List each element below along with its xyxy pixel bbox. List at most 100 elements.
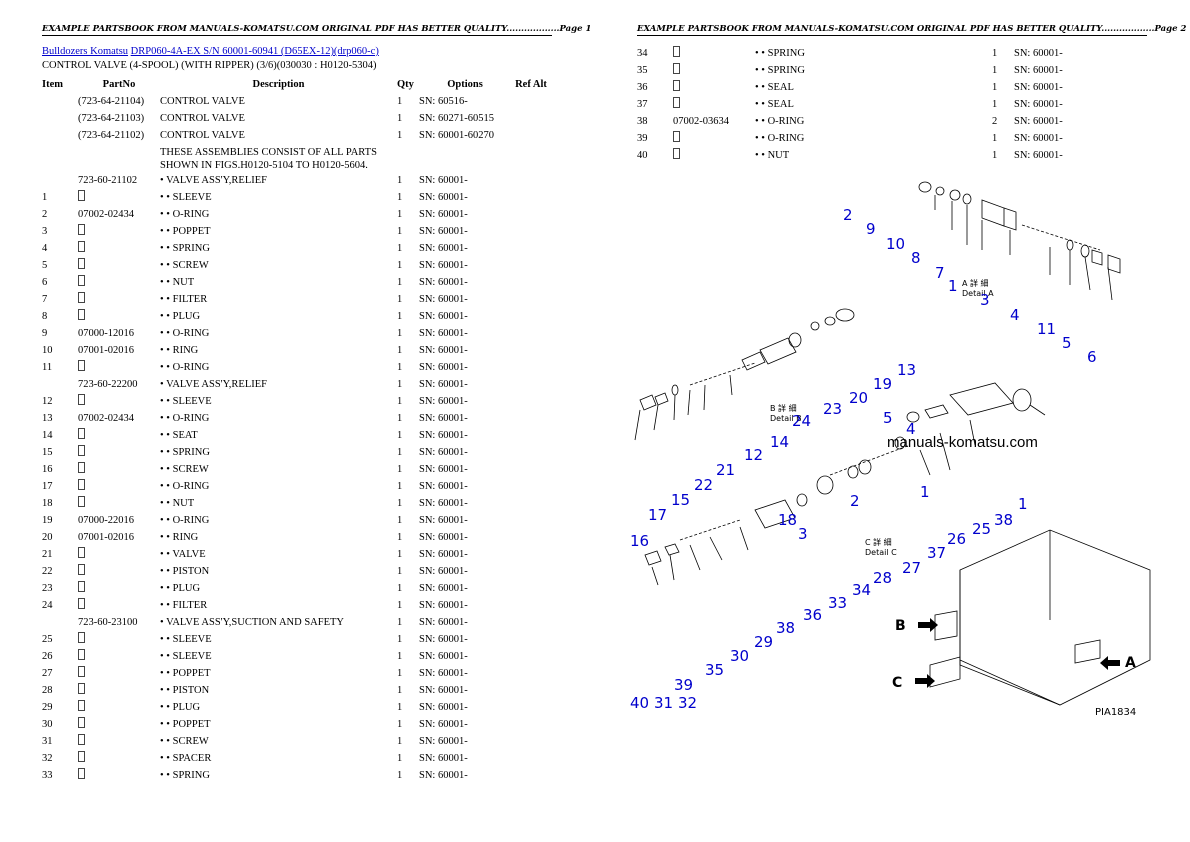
col-header-qty: Qty [397, 79, 414, 90]
cell-qty: 1 [397, 328, 403, 339]
callout-number: 30 [730, 647, 749, 665]
cell-item: 7 [42, 294, 48, 305]
cell-ref-alt [511, 376, 551, 393]
cell-options: SN: 60001- [1014, 116, 1063, 127]
cell-partno: 723-60-23100 [78, 617, 138, 628]
cell-qty: 1 [397, 311, 403, 322]
cell-partno: 07000-22016 [78, 515, 134, 526]
callout-number: 21 [716, 461, 735, 479]
cell-partno [78, 546, 160, 563]
cell-partno [78, 274, 160, 291]
cell-description: THESE ASSEMBLIES CONSIST OF ALL PARTS SH… [160, 147, 377, 171]
cell-ref-alt [1106, 130, 1146, 147]
missing-glyph-icon [78, 258, 85, 269]
cell-options: SN: 60001-60270 [419, 130, 494, 141]
arrow-label-c: C [892, 675, 902, 691]
callout-number: 19 [873, 375, 892, 393]
callout-number: 37 [927, 544, 946, 562]
cell-partno: 723-60-21102 [78, 175, 138, 186]
cell-partno: 07002-03634 [673, 116, 729, 127]
cell-description: • • PLUG [160, 583, 201, 594]
callout-number: 1 [948, 277, 958, 295]
cell-partno: 07001-02016 [78, 345, 134, 356]
cell-item: 31 [42, 736, 53, 747]
cell-options: SN: 60001- [1014, 82, 1063, 93]
cell-item: 28 [42, 685, 53, 696]
table-header-row: Item PartNo Description Qty Options Ref … [42, 76, 551, 93]
cell-qty: 1 [397, 277, 403, 288]
cell-qty: 2 [992, 116, 998, 127]
cell-description: • • SLEEVE [160, 634, 212, 645]
cell-description: • • SPRING [755, 48, 805, 59]
cell-ref-alt [1106, 79, 1146, 96]
cell-item: 26 [42, 651, 53, 662]
cell-ref-alt [511, 478, 551, 495]
cell-partno [78, 733, 160, 750]
missing-glyph-icon [78, 394, 85, 405]
cell-partno [78, 682, 160, 699]
cell-item: 39 [637, 133, 648, 144]
cell-qty: 1 [397, 634, 403, 645]
callout-number: 18 [778, 511, 797, 529]
cell-qty: 1 [397, 498, 403, 509]
cell-ref-alt [511, 359, 551, 376]
cell-ref-alt [511, 325, 551, 342]
cell-qty: 1 [397, 413, 403, 424]
cell-options: SN: 60001- [419, 413, 468, 424]
cell-item: 1 [42, 192, 48, 203]
callout-number: 3 [798, 525, 808, 543]
missing-glyph-icon [78, 649, 85, 660]
col-header-ref-alt: Ref Alt [515, 79, 547, 90]
cell-qty: 1 [992, 65, 998, 76]
cell-options: SN: 60001- [419, 294, 468, 305]
cell-ref-alt [1106, 62, 1146, 79]
cell-options: SN: 60001- [419, 328, 468, 339]
cell-partno [673, 147, 755, 164]
cell-description: • • SPRING [160, 447, 210, 458]
cell-qty: 1 [397, 209, 403, 220]
cell-ref-alt [511, 546, 551, 563]
cell-partno [78, 478, 160, 495]
detail-a-caption-jp: A 詳 細 [962, 278, 989, 288]
cell-ref-alt [511, 716, 551, 733]
cell-partno [78, 144, 160, 172]
cell-ref-alt [511, 127, 551, 144]
cell-qty: 1 [397, 430, 403, 441]
callout-number: 17 [648, 506, 667, 524]
cell-item: 13 [42, 413, 53, 424]
callout-number: 35 [705, 661, 724, 679]
cell-partno [78, 699, 160, 716]
cell-options: SN: 60271-60515 [419, 113, 494, 124]
missing-glyph-icon [673, 46, 680, 57]
exploded-parts-diagram: B C A A 詳 細 Detail A B 詳 細 Detail B C 詳 … [630, 181, 1151, 718]
cell-item [42, 172, 78, 189]
callout-number: 24 [792, 412, 811, 430]
cell-ref-alt [511, 189, 551, 206]
cell-partno [78, 257, 160, 274]
cell-partno [78, 240, 160, 257]
cell-description: • • O-RING [160, 209, 210, 220]
breadcrumb-link-model[interactable]: DRP060-4A-EX S/N 60001-60941 (D65EX-12)(… [130, 46, 379, 57]
cell-ref-alt [511, 393, 551, 410]
cell-partno [78, 291, 160, 308]
cell-qty: 1 [397, 770, 403, 781]
cell-description: • • POPPET [160, 226, 211, 237]
cell-ref-alt [511, 291, 551, 308]
callout-number: 27 [902, 559, 921, 577]
cell-options: SN: 60001- [419, 719, 468, 730]
cell-item: 24 [42, 600, 53, 611]
breadcrumb-link-category[interactable]: Bulldozers Komatsu [42, 46, 129, 57]
cell-options: SN: 60001- [419, 345, 468, 356]
col-header-partno: PartNo [102, 79, 136, 90]
watermark: manuals-komatsu.com [887, 434, 1038, 451]
